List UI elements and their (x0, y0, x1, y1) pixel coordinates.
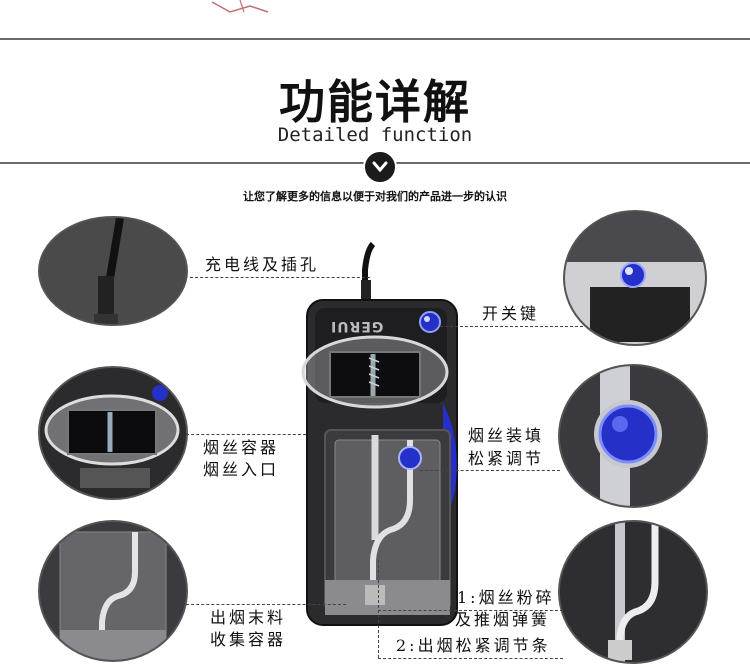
callout-crush-line1: 1:烟丝粉碎 (457, 588, 555, 607)
callout-adjust-line (420, 470, 560, 471)
collect-detail-image (40, 522, 186, 660)
callout-outlet-vline (378, 560, 379, 658)
knob-detail-image (560, 366, 706, 506)
callout-crush-line (378, 610, 563, 611)
detail-circle-rod (560, 522, 706, 662)
callout-charging: 充电线及插孔 (205, 255, 320, 274)
detail-circle-collect (40, 522, 186, 660)
device-brand-text: GERUI (330, 318, 384, 334)
chevron-down-icon (372, 161, 388, 173)
chevron-badge (363, 150, 397, 184)
callout-switch-line (435, 326, 583, 327)
callout-container-line2: 烟丝入口 (203, 460, 280, 479)
callout-adjust-line2: 松紧调节 (468, 449, 545, 468)
detail-circle-switch (565, 212, 705, 344)
page-subtitle: Detailed function (277, 124, 473, 146)
callout-container-line1: 烟丝容器 (203, 438, 280, 457)
callout-crush-line2: 及推烟弹簧 (455, 610, 551, 629)
detail-circle-container (40, 368, 186, 498)
detail-circle-knob (560, 366, 706, 506)
rod-detail-image (560, 522, 706, 662)
intro-text: 让您了解更多的信息以便于对我们的产品进一步的认识 (243, 190, 507, 203)
switch-detail-image (565, 212, 705, 344)
detail-circle-cable (40, 218, 186, 324)
callout-charging-line (190, 277, 370, 278)
callout-outlet: 2:出烟松紧调节条 (396, 636, 551, 655)
cable-detail-image (40, 218, 186, 324)
callout-collect-line2: 收集容器 (210, 630, 287, 649)
callout-adjust-line1: 烟丝装填 (468, 426, 545, 445)
callout-outlet-line (378, 658, 563, 659)
callout-collect-line1: 出烟末料 (210, 608, 287, 627)
top-divider (0, 38, 750, 40)
callout-container-line (186, 434, 306, 435)
container-detail-image (40, 368, 186, 498)
callout-switch: 开关键 (482, 304, 540, 323)
callout-collect-line (186, 604, 346, 605)
page-title: 功能详解 (279, 75, 471, 129)
product-device-image (301, 241, 458, 626)
top-sketch-decoration (211, 0, 269, 13)
